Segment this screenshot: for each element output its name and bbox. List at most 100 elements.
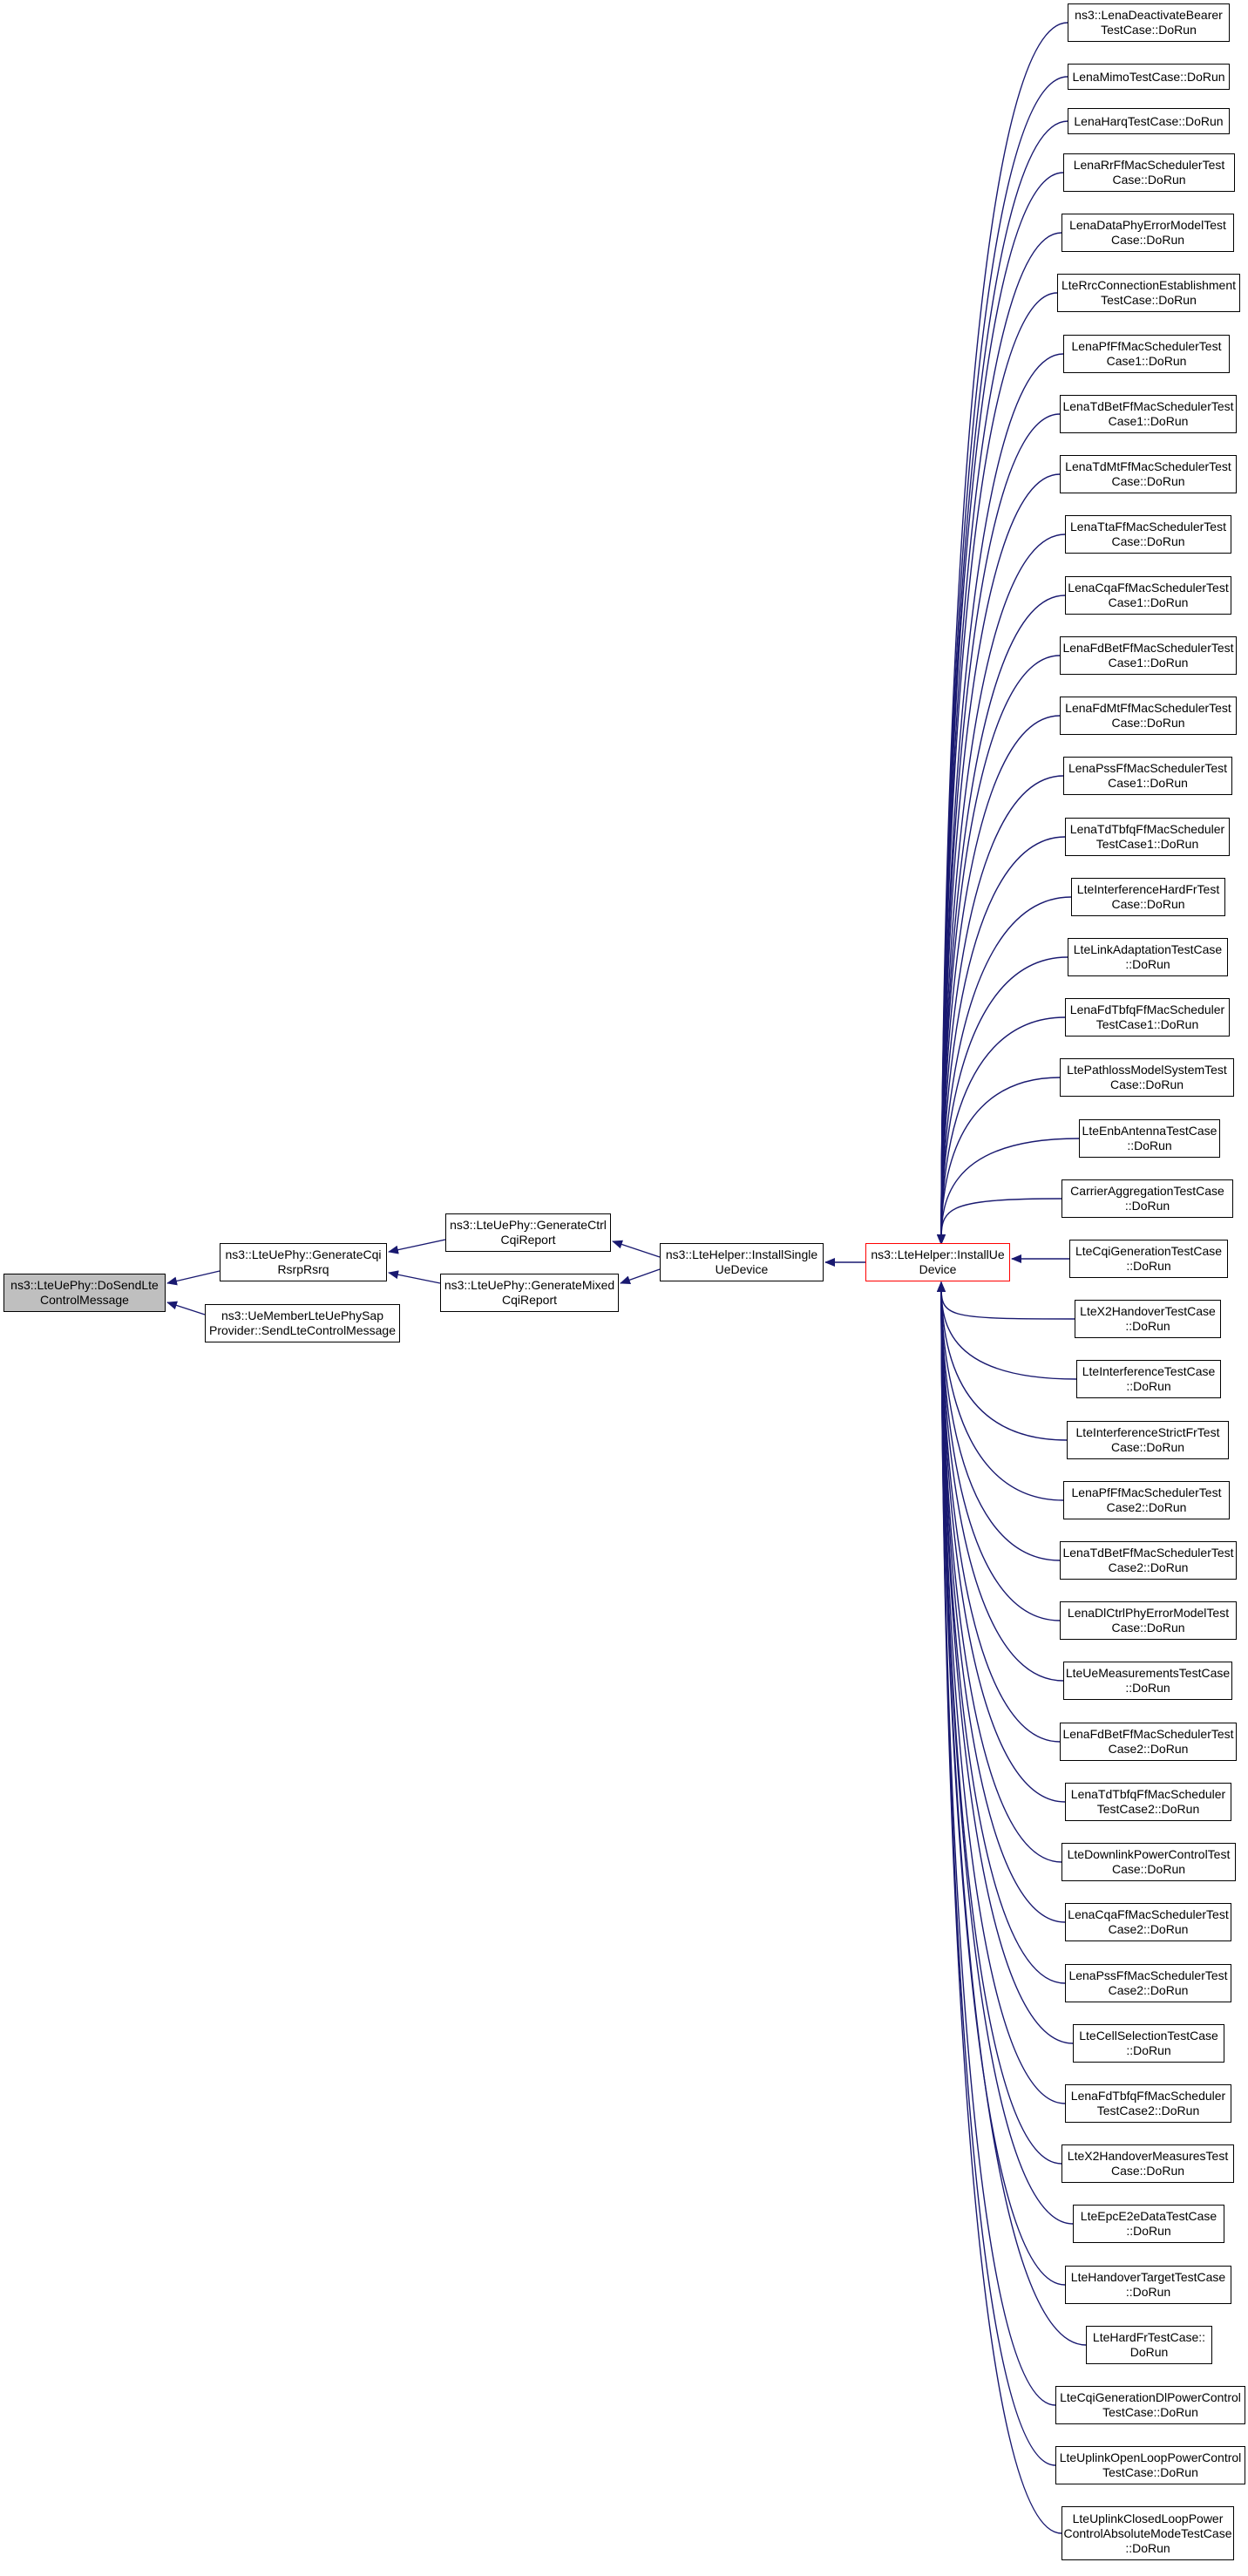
node-label-line: Case1::DoRun xyxy=(1108,776,1188,790)
node-label-line: LenaFdTbfqFfMacScheduler xyxy=(1070,2089,1226,2103)
node-label-line: LteInterferenceStrictFrTest xyxy=(1075,1425,1220,1439)
node-do-send-lte-control-message[interactable]: ns3::LteUePhy::DoSendLte ControlMessage xyxy=(3,1274,166,1312)
edge-install-single-to-generate-ctrl xyxy=(612,1240,661,1258)
node-label-line: TestCase2::DoRun xyxy=(1096,2104,1200,2117)
node-label-line: LenaFdBetFfMacSchedulerTest xyxy=(1062,1727,1234,1741)
edge-generate-cqi-to-do-send xyxy=(166,1270,220,1286)
caller-node[interactable]: LteHandoverTargetTestCase::DoRun xyxy=(1065,2266,1231,2304)
caller-node[interactable]: LenaHarqTestCase::DoRun xyxy=(1068,108,1230,134)
node-generate-ctrl-cqi-report[interactable]: ns3::LteUePhy::GenerateCtrl CqiReport xyxy=(445,1213,611,1252)
node-label-line: Device xyxy=(919,1262,957,1276)
node-label-line: UeDevice xyxy=(715,1262,769,1276)
node-label-line: Case::DoRun xyxy=(1110,1440,1185,1454)
node-label-line: Case::DoRun xyxy=(1111,534,1185,548)
caller-node[interactable]: LteEnbAntennaTestCase::DoRun xyxy=(1079,1119,1220,1158)
edge-caller-to-install-ue xyxy=(937,1281,1077,1380)
node-label-line: TestCase::DoRun xyxy=(1102,2405,1198,2419)
node-label-line: ::DoRun xyxy=(1125,2540,1170,2555)
edge-caller-to-install-ue xyxy=(937,1281,1066,1803)
node-generate-mixed-cqi-report[interactable]: ns3::LteUePhy::GenerateMixed CqiReport xyxy=(440,1274,619,1312)
node-label-line: LteRrcConnectionEstablishment xyxy=(1061,278,1236,292)
node-label-line: LenaCqaFfMacSchedulerTest xyxy=(1068,581,1229,595)
node-label-line: Case1::DoRun xyxy=(1108,414,1189,428)
node-label-line: ns3::UeMemberLteUePhySap xyxy=(221,1308,383,1322)
node-label-line: Case::DoRun xyxy=(1111,474,1185,488)
node-label-line: LenaTdBetFfMacSchedulerTest xyxy=(1062,399,1234,413)
edge-caller-to-install-ue xyxy=(937,836,1066,1245)
caller-node[interactable]: LteCqiGenerationTestCase::DoRun xyxy=(1069,1240,1228,1278)
node-label-line: LteEnbAntennaTestCase xyxy=(1082,1124,1217,1138)
node-install-single-ue-device[interactable]: ns3::LteHelper::InstallSingle UeDevice xyxy=(660,1243,824,1281)
node-label-line: Case2::DoRun xyxy=(1108,1560,1189,1574)
caller-node[interactable]: LenaMimoTestCase::DoRun xyxy=(1068,64,1230,90)
edge-caller-to-install-ue xyxy=(937,172,1064,1245)
caller-node[interactable]: LteHardFrTestCase::DoRun xyxy=(1086,2326,1212,2364)
node-label-line: LenaTdMtFfMacSchedulerTest xyxy=(1065,459,1231,473)
node-ue-member-send-lte-control-message[interactable]: ns3::UeMemberLteUePhySap Provider::SendL… xyxy=(205,1304,400,1342)
node-label-line: ns3::LteUePhy::GenerateCtrl xyxy=(450,1218,607,1232)
node-label-line: LenaMimoTestCase::DoRun xyxy=(1072,69,1225,84)
caller-node[interactable]: LteCellSelectionTestCase::DoRun xyxy=(1073,2024,1224,2063)
node-label-line: RsrpRsrq xyxy=(277,1262,329,1276)
caller-node[interactable]: LteLinkAdaptationTestCase::DoRun xyxy=(1068,938,1228,976)
node-label-line: LenaFdMtFfMacSchedulerTest xyxy=(1065,701,1231,715)
node-label-line: LteX2HandoverMeasuresTest xyxy=(1067,2149,1229,2163)
node-label-line: LenaRrFfMacSchedulerTest xyxy=(1073,158,1225,172)
node-label-line: LenaTtaFfMacSchedulerTest xyxy=(1070,520,1226,534)
node-label-line: LteEpcE2eDataTestCase xyxy=(1080,2209,1217,2223)
node-install-ue-device[interactable]: ns3::LteHelper::InstallUe Device xyxy=(865,1243,1010,1281)
node-label-line: ::DoRun xyxy=(1125,957,1170,971)
caller-node[interactable]: LteX2HandoverTestCase::DoRun xyxy=(1075,1300,1221,1338)
caller-node[interactable]: LteEpcE2eDataTestCase::DoRun xyxy=(1073,2205,1224,2243)
node-label-line: Case::DoRun xyxy=(1111,1621,1185,1635)
node-label-line: LteUplinkOpenLoopPowerControl xyxy=(1059,2450,1242,2464)
node-label-line: LteDownlinkPowerControlTest xyxy=(1067,1847,1231,1861)
node-label-line: LenaPssFfMacSchedulerTest xyxy=(1068,1968,1228,1982)
node-label-line: ::DoRun xyxy=(1127,1138,1172,1152)
edge-generate-mixed-to-generate-cqi xyxy=(388,1270,441,1284)
caller-node[interactable]: LteInterferenceTestCase::DoRun xyxy=(1076,1360,1221,1398)
node-label-line: LenaPfFfMacSchedulerTest xyxy=(1071,1485,1222,1499)
node-label-line: Case::DoRun xyxy=(1110,2164,1185,2178)
node-label-line: Provider::SendLteControlMessage xyxy=(208,1323,396,1337)
node-generate-cqi-rsrp-rsrq[interactable]: ns3::LteUePhy::GenerateCqi RsrpRsrq xyxy=(220,1243,387,1281)
caller-node[interactable]: LteUeMeasurementsTestCase::DoRun xyxy=(1063,1662,1232,1700)
node-label-line: Case::DoRun xyxy=(1112,173,1186,187)
node-label-line: LenaFdTbfqFfMacScheduler xyxy=(1069,1003,1225,1016)
node-label-line: LteInterferenceHardFrTest xyxy=(1076,882,1220,896)
node-label-line: LenaTdBetFfMacSchedulerTest xyxy=(1062,1546,1234,1560)
node-label-line: ns3::LteHelper::InstallUe xyxy=(871,1247,1005,1261)
edge-caller-to-install-ue xyxy=(937,1281,1061,1561)
caller-node[interactable]: CarrierAggregationTestCase::DoRun xyxy=(1061,1179,1233,1218)
